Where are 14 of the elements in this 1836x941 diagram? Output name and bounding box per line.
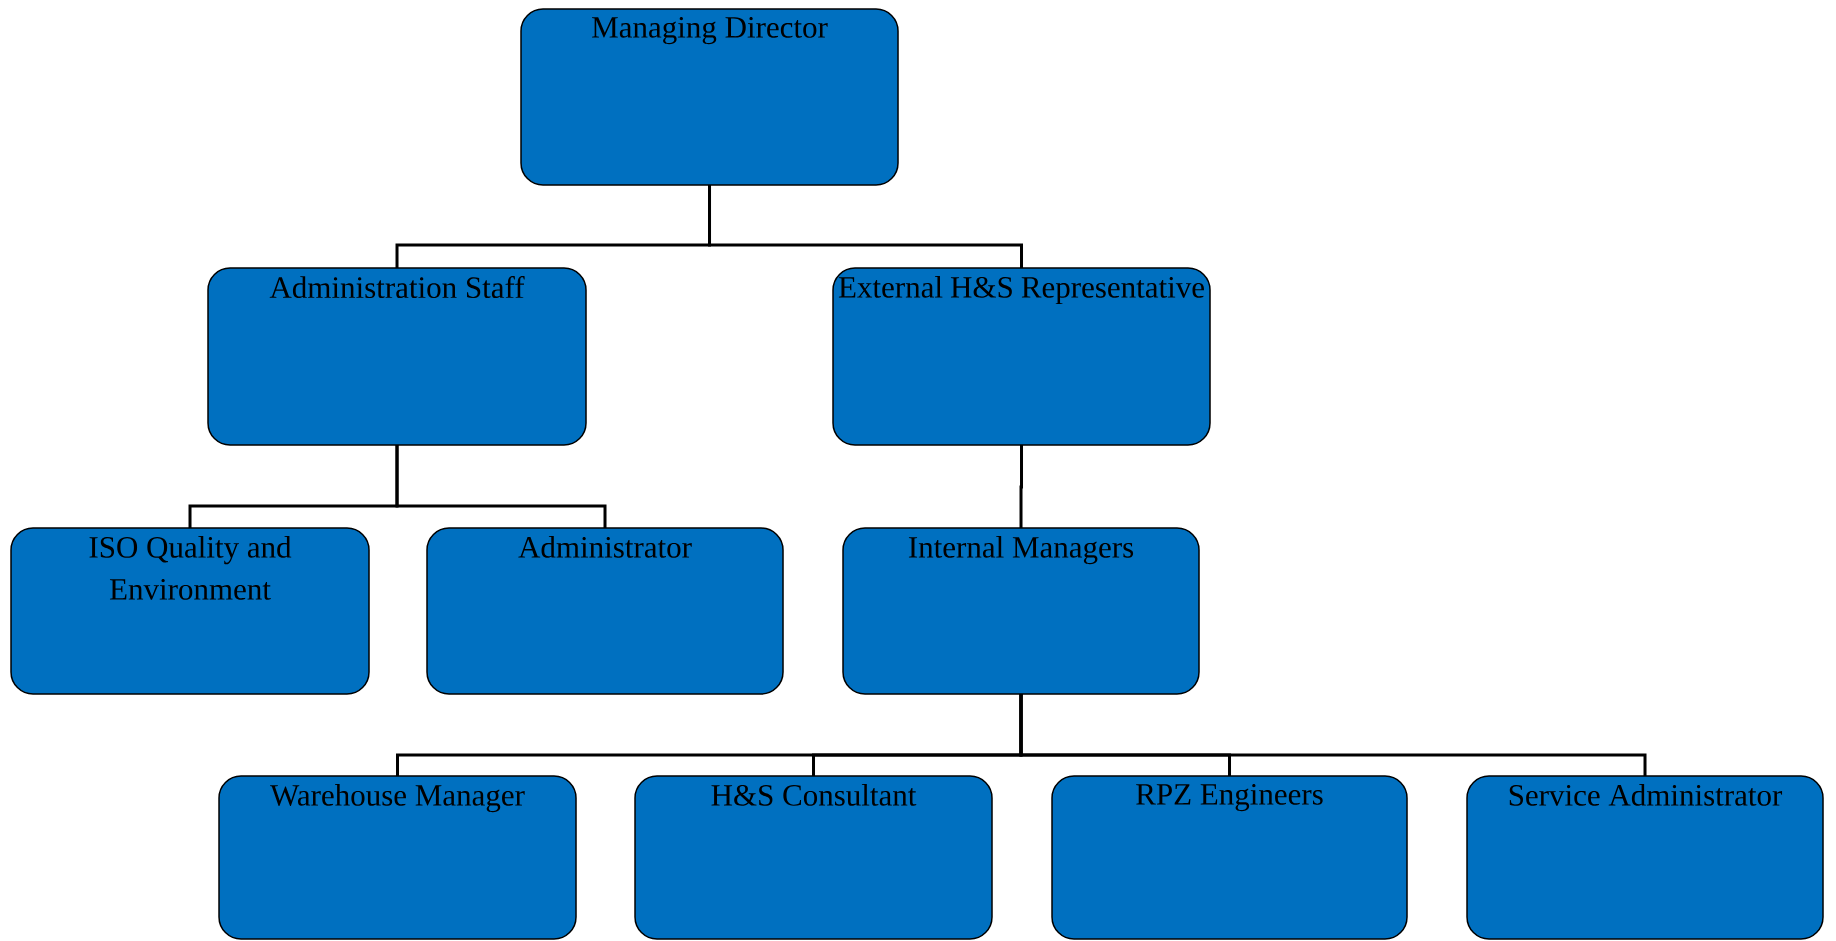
org-box: Administrator (426, 527, 784, 695)
org-box: Warehouse Manager (218, 775, 577, 940)
connector-line (708, 185, 1023, 268)
org-box: External H&S Representative (832, 267, 1211, 446)
org-box: RPZ Engineers (1051, 775, 1408, 940)
org-box: Service Administrator (1466, 775, 1824, 940)
connector-line (1019, 694, 1647, 776)
org-box: Managing Director (520, 8, 899, 186)
connector-line (395, 445, 607, 528)
org-box: H&S Consultant (634, 775, 993, 940)
org-box: ISO Quality and Environment (10, 527, 370, 695)
org-box: Administration Staff (207, 267, 587, 446)
connector-line (1019, 445, 1023, 528)
org-box: Internal Managers (842, 527, 1200, 695)
